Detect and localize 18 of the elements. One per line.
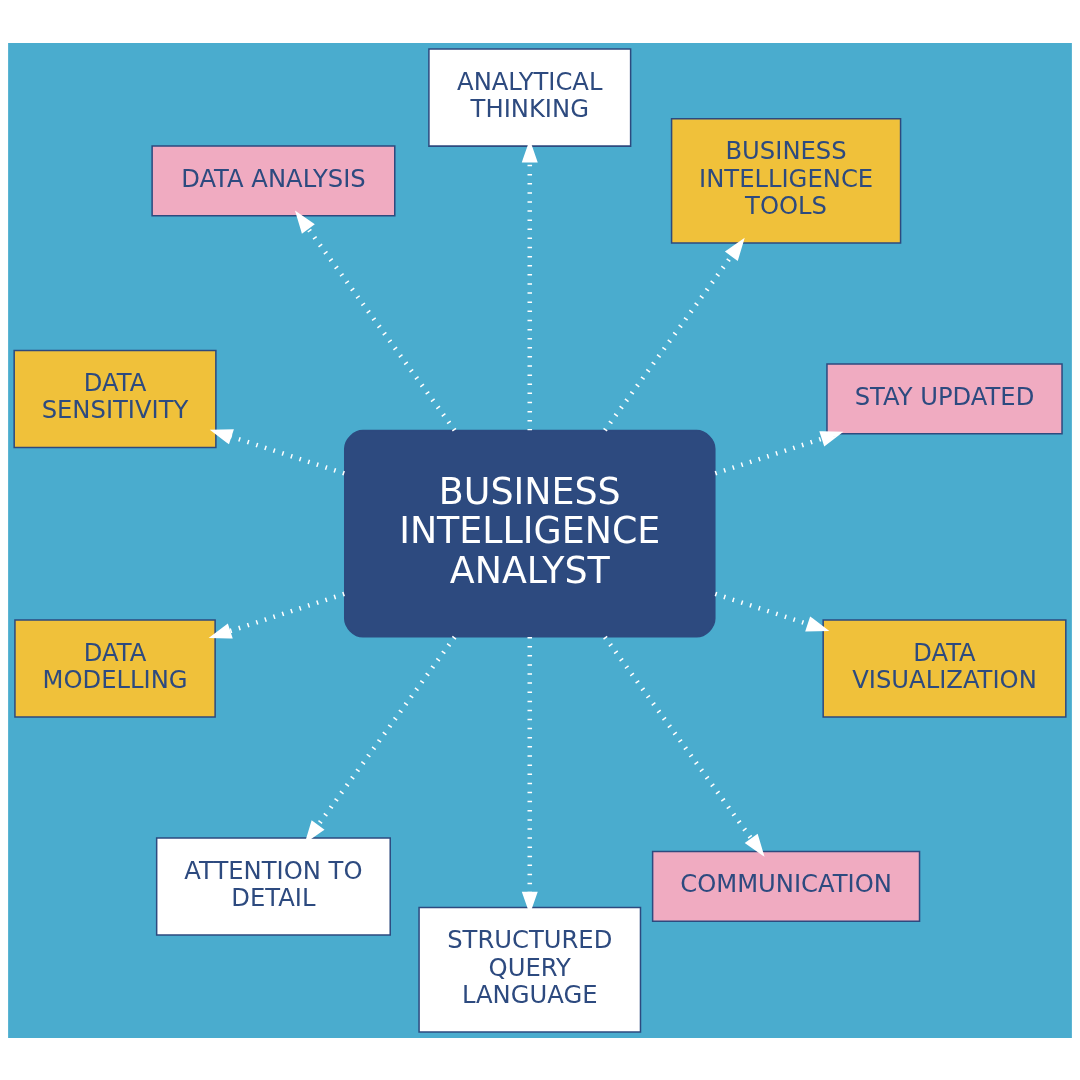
- arrow: [208, 591, 345, 639]
- node-box: STAY UPDATED: [826, 362, 1063, 435]
- arrow: [714, 591, 830, 632]
- node-box: DATA VISUALIZATION: [822, 618, 1067, 718]
- arrow: [603, 237, 745, 432]
- arrow: [294, 210, 457, 432]
- node-box: STRUCTURED QUERY LANGUAGE: [418, 906, 642, 1033]
- node-box: ATTENTION TO DETAIL: [155, 836, 391, 936]
- node-box: BUSINESS INTELLIGENCE TOOLS: [670, 117, 902, 244]
- node-box: BUSINESS INTELLIGENCE ANALYST: [344, 429, 716, 638]
- arrow: [209, 428, 345, 476]
- arrow: [603, 635, 765, 857]
- node-box: DATA SENSITIVITY: [13, 349, 217, 448]
- node-box: ANALYTICAL THINKING: [428, 47, 632, 147]
- node-box: DATA MODELLING: [14, 618, 216, 718]
- node-box: DATA ANALYSIS: [151, 144, 396, 216]
- node-box: COMMUNICATION: [651, 850, 921, 922]
- arrow: [714, 430, 844, 476]
